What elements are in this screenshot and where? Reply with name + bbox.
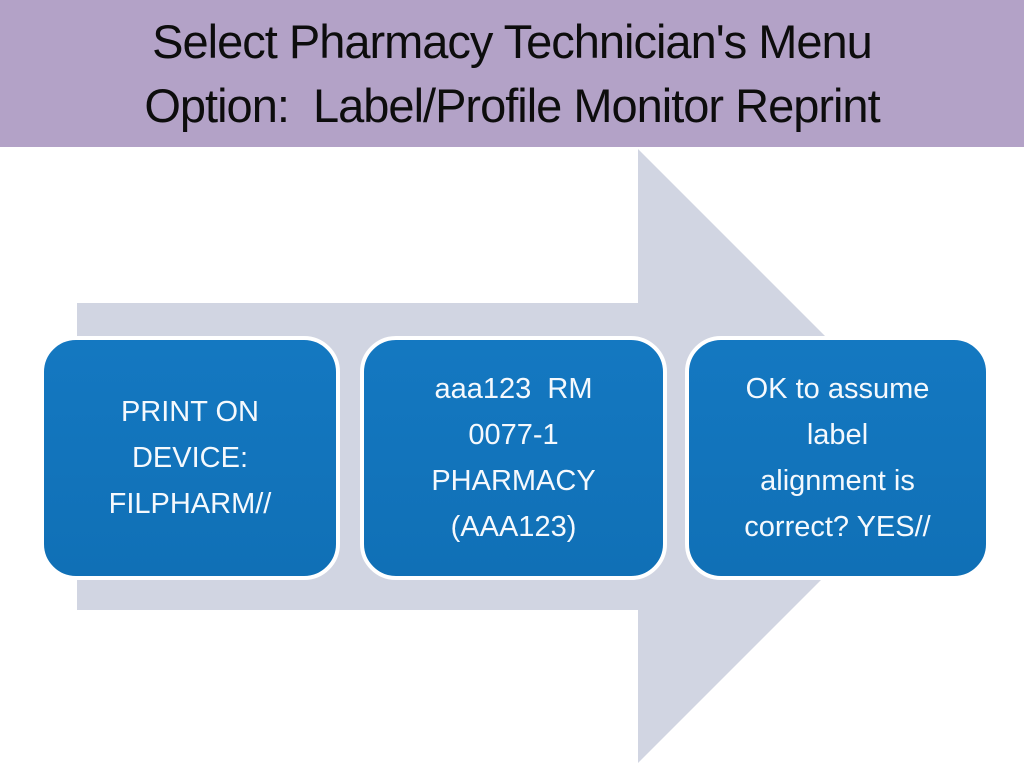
process-step-1-box: PRINT ON DEVICE: FILPHARM// (40, 336, 340, 580)
process-step-2-box: aaa123 RM 0077-1 PHARMACY (AAA123) (360, 336, 667, 580)
process-step-2-line: PHARMACY (431, 465, 596, 497)
process-step-3-box: OK to assume label alignment is correct?… (685, 336, 990, 580)
process-step-2-line: (AAA123) (450, 511, 577, 543)
slide-title-line-1: Select Pharmacy Technician's Menu (152, 14, 873, 68)
process-step-3-line: alignment is (760, 465, 915, 497)
process-step-2-line: 0077-1 (468, 419, 559, 451)
process-step-1-line: FILPHARM// (108, 488, 272, 520)
process-step-3-line: correct? YES// (744, 511, 931, 543)
slide-title-line-2: Option: Label/Profile Monitor Reprint (144, 78, 880, 132)
process-step-3-line: label (806, 419, 869, 451)
process-step-1-line: PRINT ON (120, 396, 260, 428)
process-step-1-line: DEVICE: (131, 442, 249, 474)
process-step-3-line: OK to assume (745, 373, 930, 405)
slide-title-band: Select Pharmacy Technician's Menu Option… (0, 0, 1024, 147)
process-step-2-line: aaa123 RM (434, 373, 593, 405)
